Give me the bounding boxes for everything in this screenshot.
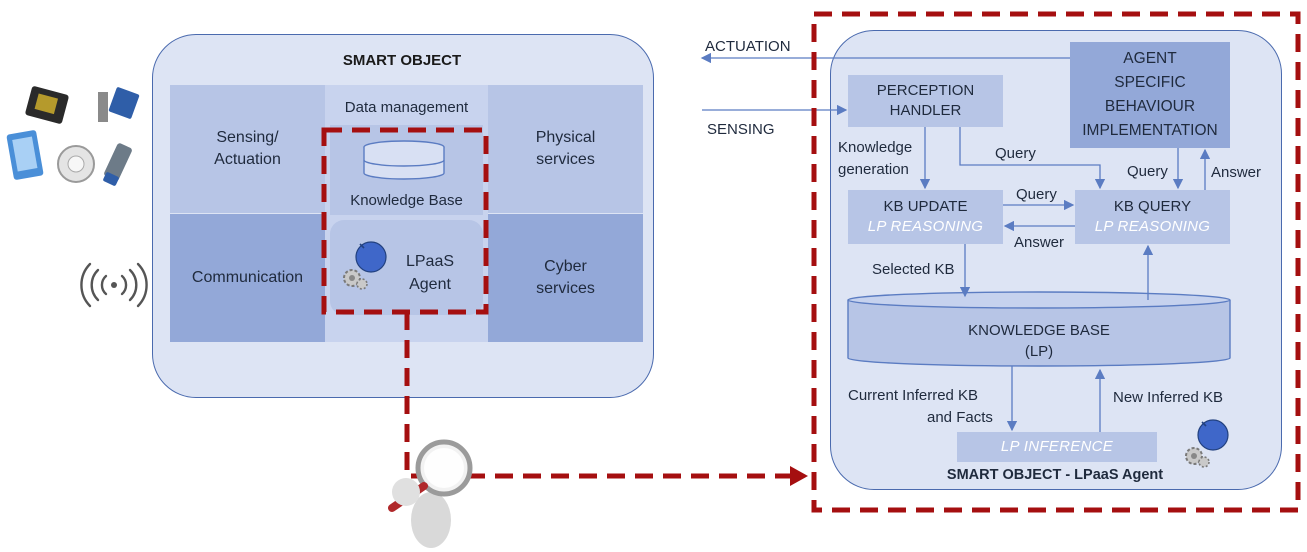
lpaas-zoom-dashed-box — [811, 11, 1301, 513]
current-inferred-line1: Current Inferred KB — [848, 387, 979, 404]
actuation-label: ACTUATION — [705, 38, 791, 55]
communication-label: Communication — [191, 269, 304, 286]
kb-update-label: KB UPDATE — [883, 198, 968, 215]
robot-agent-icon — [343, 241, 387, 290]
perception-handler-line2: HANDLER — [889, 102, 962, 119]
kb-update-block: KB UPDATE LP REASONING — [848, 190, 1003, 244]
perception-handler-block: PERCEPTION HANDLER — [848, 75, 1003, 127]
lpaas-agent-footer: SMART OBJECT - LPaaS Agent — [946, 467, 1164, 483]
agent-label-line2: Agent — [409, 276, 451, 293]
answer-mid-label: Answer — [1014, 234, 1065, 251]
agent-behaviour-line1: AGENT — [1123, 50, 1177, 67]
current-inferred-line2: and Facts — [927, 409, 993, 426]
selected-kb-label: Selected KB — [872, 261, 955, 278]
answer-right-label: Answer — [1211, 164, 1262, 181]
sensing-label: SENSING — [707, 121, 775, 138]
cyber-services-label: Cyber services — [536, 258, 595, 297]
smart-object-title: SMART OBJECT — [342, 52, 462, 69]
agent-behaviour-line4: IMPLEMENTATION — [1082, 122, 1218, 139]
zoom-arrowhead — [790, 466, 808, 486]
knowledge-generation-line1: Knowledge — [838, 139, 913, 156]
data-management-label: Data management — [344, 99, 469, 116]
knowledge-generation-line2: generation — [838, 161, 909, 178]
kb-query-label: KB QUERY — [1113, 198, 1192, 215]
agent-behaviour-block: AGENT SPECIFIC BEHAVIOUR IMPLEMENTATION — [1070, 42, 1230, 148]
query-right-label: Query — [1127, 163, 1168, 180]
communication-cell: Communication — [170, 214, 325, 342]
kb-query-block: KB QUERY LP REASONING — [1075, 190, 1230, 244]
agent-label-line1: LPaaS — [405, 253, 455, 270]
wireless-signal-icon — [80, 262, 148, 308]
sensor-devices-icon — [6, 86, 140, 186]
agent-behaviour-line2: SPECIFIC — [1114, 74, 1186, 91]
knowledge-base-line1: KNOWLEDGE BASE — [968, 322, 1110, 339]
query-mid-label: Query — [1016, 186, 1057, 203]
agent-behaviour-line3: BEHAVIOUR — [1104, 98, 1196, 115]
kb-update-sub: LP REASONING — [867, 218, 984, 235]
sensing-actuation-cell: Sensing/ Actuation — [170, 85, 325, 213]
knowledge-base-cylinder — [847, 291, 1231, 367]
perception-query-arrow — [959, 127, 1106, 190]
database-icon — [363, 140, 445, 180]
robot-agent-icon-small — [1185, 419, 1229, 468]
new-inferred-label: New Inferred KB — [1113, 389, 1224, 406]
cyber-services-cell: Cyber services — [488, 214, 643, 342]
physical-services-cell: Physical services — [488, 85, 643, 213]
lp-inference-block: LP INFERENCE — [957, 432, 1157, 462]
agent-highlight-dashed-box — [321, 127, 489, 315]
agent-sub-cell — [330, 220, 483, 315]
query-top-label: Query — [995, 145, 1036, 162]
physical-services-label: Physical services — [535, 129, 596, 168]
lp-inference-label: LP INFERENCE — [1000, 438, 1114, 455]
knowledge-base-line2: (LP) — [1024, 343, 1054, 360]
knowledge-base-label: Knowledge Base — [350, 192, 463, 209]
sensing-actuation-label: Sensing/ Actuation — [214, 129, 281, 168]
magnifier-person-icon — [388, 439, 473, 548]
perception-handler-line1: PERCEPTION — [876, 82, 975, 99]
kb-query-sub: LP REASONING — [1094, 218, 1211, 235]
